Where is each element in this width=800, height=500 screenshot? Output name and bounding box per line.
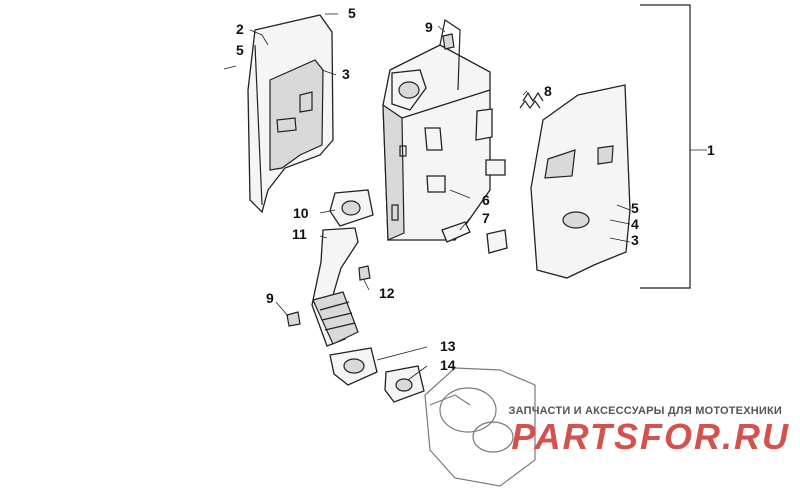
callout-7: 7 [482, 210, 490, 226]
callout-5-right: 5 [631, 200, 639, 216]
left-heat-shield [247, 14, 334, 214]
callout-9-bottom: 9 [266, 290, 274, 306]
spring-8 [519, 91, 544, 110]
callout-5-left: 5 [236, 42, 244, 58]
leader-lines [223, 4, 707, 381]
callout-1: 1 [707, 142, 715, 158]
right-heat-shield [530, 84, 631, 279]
gasket-14 [384, 365, 425, 403]
nut-9-bottom [286, 311, 301, 327]
callout-11: 11 [292, 226, 307, 242]
gasket-13 [329, 347, 378, 386]
callout-5-top: 5 [348, 5, 356, 21]
callout-3-right: 3 [631, 232, 639, 248]
callout-3-left: 3 [342, 66, 350, 82]
callout-9-top: 9 [425, 19, 433, 35]
callout-14: 14 [440, 357, 456, 373]
callout-6: 6 [482, 192, 490, 208]
bolt-12 [358, 265, 371, 281]
callout-labels: 1 2 3 3 4 5 5 5 6 7 8 9 9 10 11 12 13 14 [236, 5, 715, 373]
muffler [382, 19, 491, 241]
turbocharger [424, 367, 536, 487]
nut-9-top [442, 33, 455, 50]
callout-2: 2 [236, 21, 244, 37]
callout-8: 8 [544, 83, 552, 99]
watermark-brand-logo: PARTSFOR.RU [511, 416, 790, 457]
callout-13: 13 [440, 338, 456, 354]
gasket-10 [329, 189, 374, 227]
callout-10: 10 [293, 205, 309, 221]
watermark-caption: ЗАПЧАСТИ И АКСЕССУАРЫ ДЛЯ МОТОТЕХНИКИ [508, 405, 782, 417]
callout-12: 12 [379, 285, 395, 301]
callout-4: 4 [631, 216, 639, 232]
exhaust-pipe-11 [311, 227, 359, 347]
